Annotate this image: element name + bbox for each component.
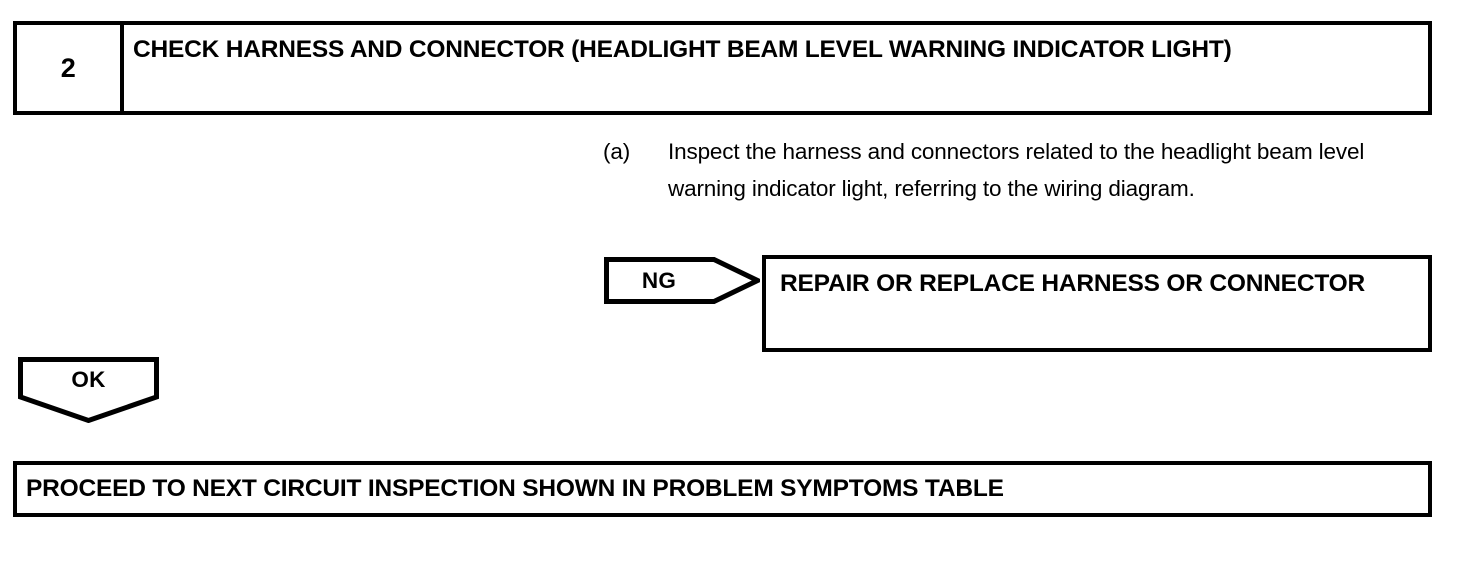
ok-connector-label: OK	[71, 367, 106, 392]
step-header-box: 2 CHECK HARNESS AND CONNECTOR (HEADLIGHT…	[13, 21, 1432, 115]
step-number-cell: 2	[17, 25, 124, 111]
step-title-cell: CHECK HARNESS AND CONNECTOR (HEADLIGHT B…	[124, 25, 1428, 111]
procedure-text: Inspect the harness and connectors relat…	[668, 139, 1365, 201]
ng-connector-label: NG	[641, 267, 677, 293]
procedure-block: (a) Inspect the harness and connectors r…	[603, 133, 1433, 207]
ok-connector-arrow: OK	[18, 357, 159, 423]
step-title: CHECK HARNESS AND CONNECTOR (HEADLIGHT B…	[133, 36, 1232, 63]
ng-result-box: REPAIR OR REPLACE HARNESS OR CONNECTOR	[762, 255, 1432, 352]
final-outcome-box: PROCEED TO NEXT CIRCUIT INSPECTION SHOWN…	[13, 461, 1432, 517]
final-outcome-text: PROCEED TO NEXT CIRCUIT INSPECTION SHOWN…	[26, 474, 1004, 502]
ng-result-text: REPAIR OR REPLACE HARNESS OR CONNECTOR	[780, 270, 1365, 297]
arrow-right-pentagon-icon	[604, 257, 760, 304]
arrow-down-pentagon-icon	[18, 357, 159, 423]
procedure-label: (a)	[603, 139, 631, 164]
step-number: 2	[60, 52, 77, 83]
ng-connector-arrow: NG	[604, 257, 760, 304]
